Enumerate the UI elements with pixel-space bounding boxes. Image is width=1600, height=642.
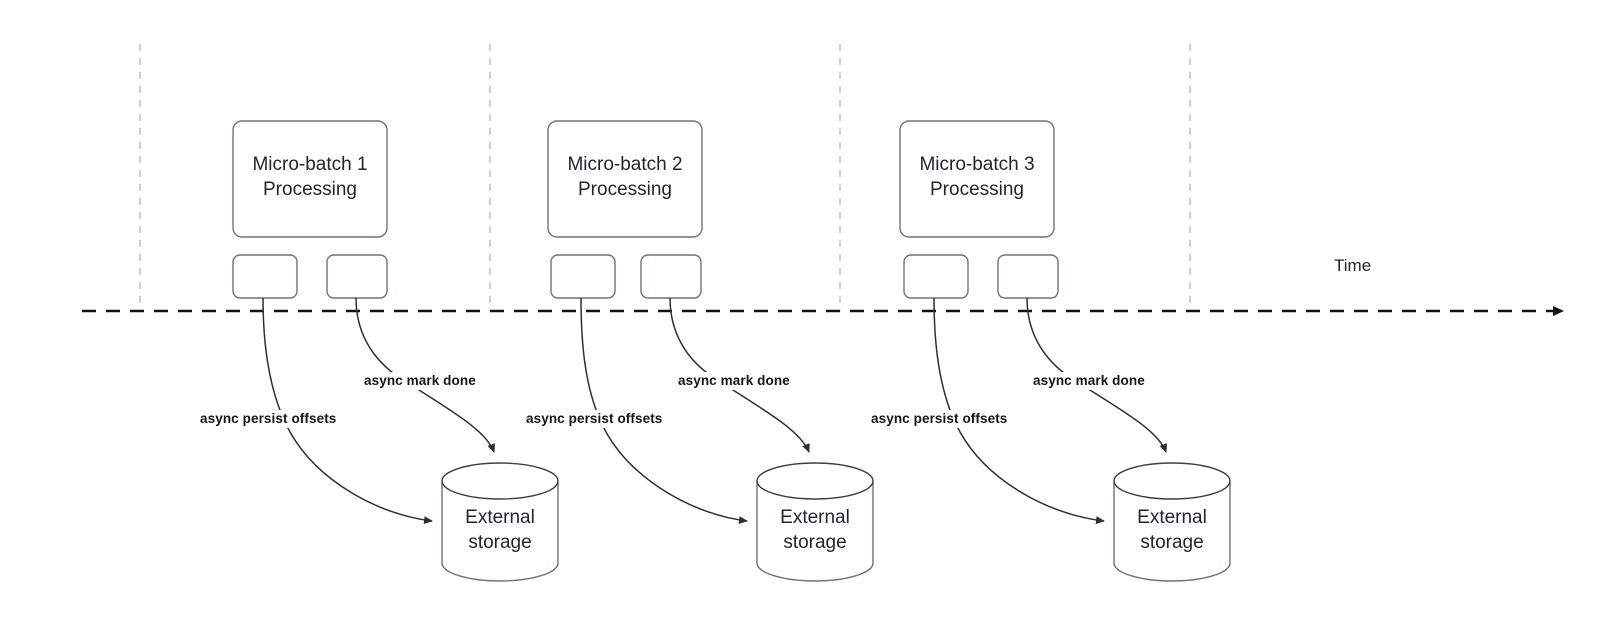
group-3-external-storage-cylinder[interactable] bbox=[1113, 462, 1231, 582]
microbatch-1-process-label: Micro-batch 1 Processing bbox=[233, 152, 387, 202]
group-3-storage-line2: storage bbox=[1140, 532, 1204, 553]
group-1-async-persist-offsets-arrow bbox=[262, 297, 433, 525]
group-2-async-persist-offsets-arrow bbox=[580, 297, 748, 525]
microbatch-2-label-line2: Processing bbox=[578, 179, 672, 200]
group-1-external-storage-cylinder[interactable] bbox=[441, 462, 559, 582]
group-1-shapes bbox=[232, 120, 559, 582]
group-3-storage-line1: External bbox=[1137, 507, 1207, 528]
group-2-shapes bbox=[547, 120, 874, 582]
group-3-external-storage-label: External storage bbox=[1114, 505, 1230, 555]
group-2-mark-done-task-box[interactable] bbox=[640, 254, 702, 299]
group-1-external-storage-label: External storage bbox=[442, 505, 558, 555]
microbatch-1-label-line1: Micro-batch 1 bbox=[252, 154, 368, 175]
group-3-mark-done-task-box[interactable] bbox=[997, 254, 1059, 299]
microbatch-3-label-line2: Processing bbox=[930, 179, 1024, 200]
group-3-persist-offsets-task-box[interactable] bbox=[903, 254, 969, 299]
group-2-external-storage-cylinder[interactable] bbox=[756, 462, 874, 582]
microbatch-2-label-line1: Micro-batch 2 bbox=[567, 154, 683, 175]
microbatch-3-label-line1: Micro-batch 3 bbox=[919, 154, 1035, 175]
group-1-storage-line2: storage bbox=[468, 532, 532, 553]
group-3-shapes bbox=[899, 120, 1231, 582]
microbatch-1-process-box[interactable] bbox=[232, 120, 388, 238]
time-axis-label: Time bbox=[1334, 256, 1372, 275]
microbatch-1-label-line2: Processing bbox=[263, 179, 357, 200]
group-1-persist-offsets-task-box[interactable] bbox=[232, 254, 298, 299]
group-2-storage-line1: External bbox=[780, 507, 850, 528]
time-guide-lines bbox=[139, 44, 1191, 311]
group-2-async-mark-done-label: async mark done bbox=[676, 372, 792, 390]
group-1-storage-line1: External bbox=[465, 507, 535, 528]
group-2-persist-offsets-task-box[interactable] bbox=[550, 254, 616, 299]
group-2-async-persist-offsets-label: async persist offsets bbox=[524, 410, 665, 428]
microbatch-2-process-label: Micro-batch 2 Processing bbox=[548, 152, 702, 202]
group-2-external-storage-label: External storage bbox=[757, 505, 873, 555]
group-1-async-persist-offsets-label: async persist offsets bbox=[198, 410, 339, 428]
group-3-async-persist-offsets-label: async persist offsets bbox=[869, 410, 1010, 428]
group-3-async-mark-done-label: async mark done bbox=[1031, 372, 1147, 390]
microbatch-2-process-box[interactable] bbox=[547, 120, 703, 238]
group-3-async-persist-offsets-arrow bbox=[933, 297, 1105, 525]
microbatch-3-process-label: Micro-batch 3 Processing bbox=[900, 152, 1054, 202]
group-2-storage-line2: storage bbox=[783, 532, 847, 553]
group-1-async-mark-done-label: async mark done bbox=[362, 372, 478, 390]
group-1-mark-done-task-box[interactable] bbox=[326, 254, 388, 299]
microbatch-3-process-box[interactable] bbox=[899, 120, 1055, 238]
